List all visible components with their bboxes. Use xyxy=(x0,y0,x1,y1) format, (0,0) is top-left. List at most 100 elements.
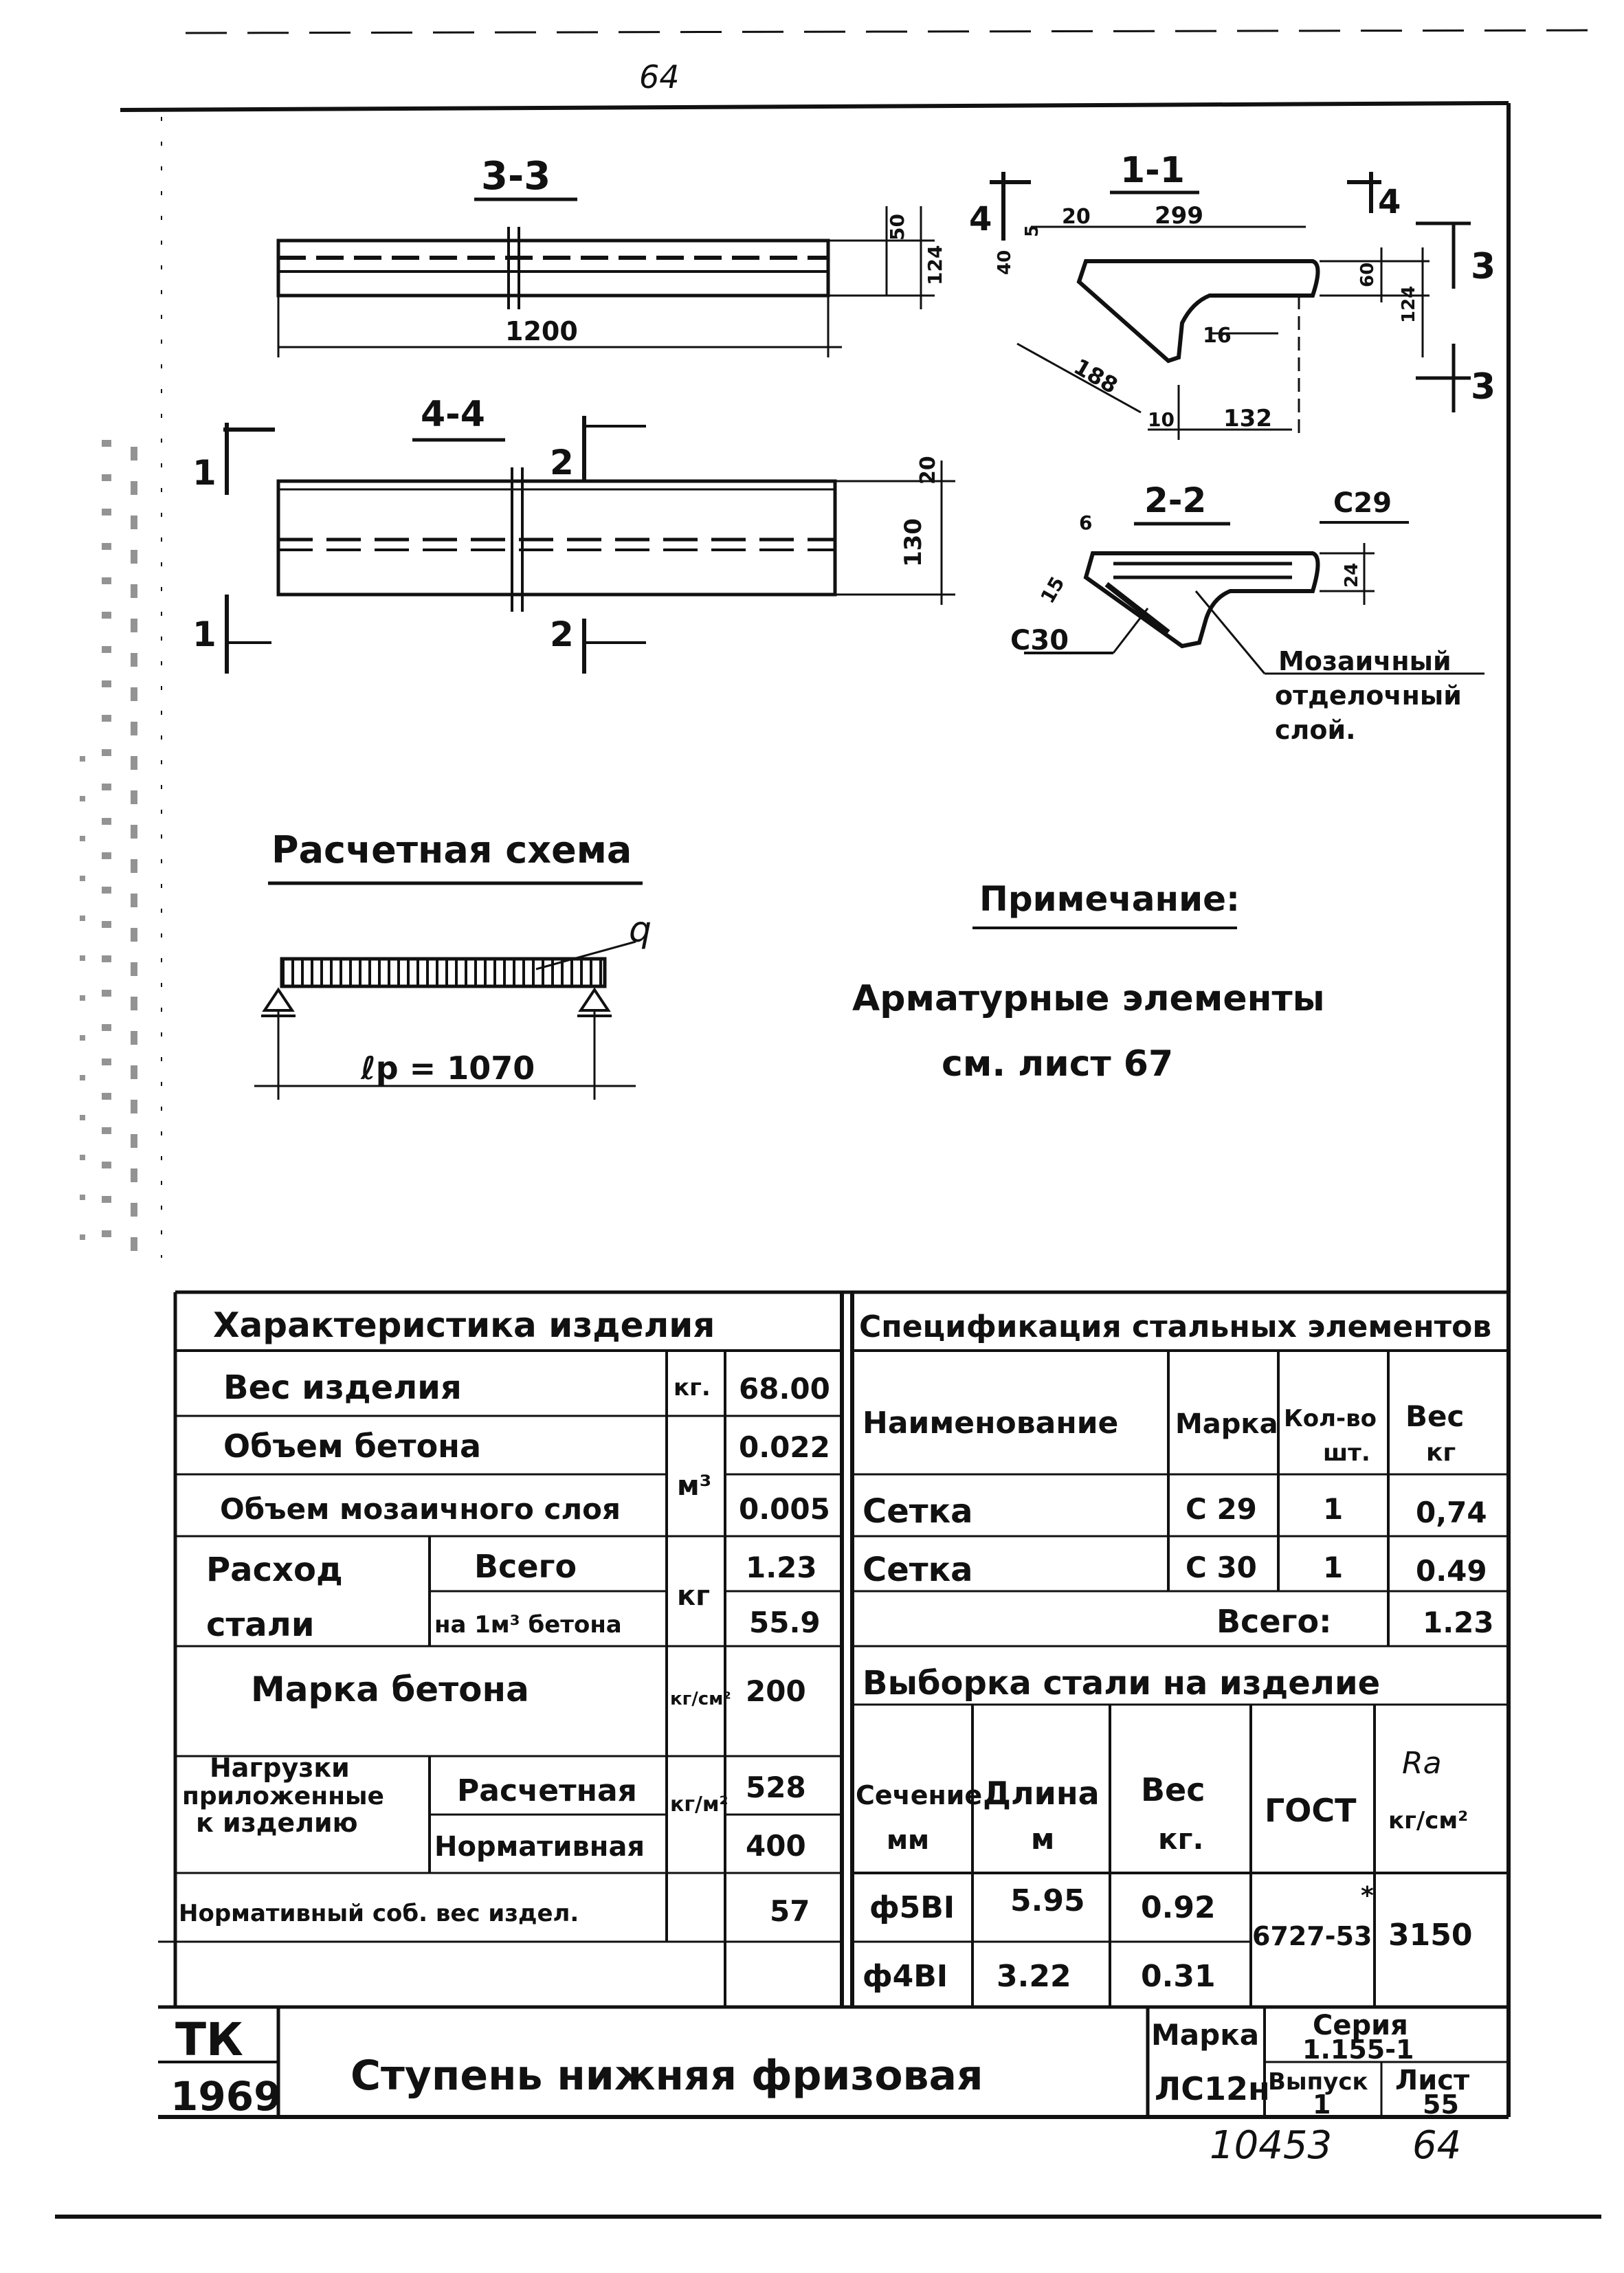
own-weight-label: Нормативный соб. вес издел. xyxy=(179,1900,579,1927)
load-unit: кг/м² xyxy=(670,1793,728,1817)
cut-2-bottom: 2 xyxy=(550,614,574,654)
section-2-2-label: 2-2 xyxy=(1144,480,1206,520)
title-year: 1969 xyxy=(170,2073,281,2120)
steel-per-label: на 1м³ бетона xyxy=(434,1611,622,1639)
steel-label-1: Расход xyxy=(206,1551,343,1589)
dim-50: 50 xyxy=(886,214,909,241)
sel-gost: 6727-53 xyxy=(1252,1921,1372,1951)
spec-row-2-name: Сетка xyxy=(863,1551,973,1589)
weight-label: Вес изделия xyxy=(223,1368,462,1407)
note-line2: см. лист 67 xyxy=(942,1043,1173,1085)
load-calc-label: Расчетная xyxy=(457,1773,637,1808)
concrete-value: 0.022 xyxy=(739,1430,830,1464)
weight-value: 68.00 xyxy=(739,1372,830,1406)
cut-3-bottom: 3 xyxy=(1471,366,1495,408)
sel-row-1-length: 5.95 xyxy=(1010,1883,1085,1918)
dim-20: 20 xyxy=(1062,205,1091,229)
binding-marks xyxy=(80,440,137,1265)
concrete-label: Объем бетона xyxy=(223,1428,481,1465)
sel-col-weight-1: Вес xyxy=(1141,1771,1205,1808)
section-4-4-label: 4-4 xyxy=(421,394,485,435)
load-label-1: Нагрузки xyxy=(210,1753,350,1783)
load-label-2: приложенные xyxy=(182,1782,384,1810)
steel-selection-title: Выборка стали на изделие xyxy=(863,1664,1380,1703)
spec-row-1-mark: С 29 xyxy=(1186,1492,1257,1526)
spec-col-qty-1: Кол-во xyxy=(1284,1405,1377,1432)
spec-col-qty-2: шт. xyxy=(1323,1439,1370,1467)
sel-row-2-section: ф4BI xyxy=(863,1959,948,1994)
dim-124-right: 124 xyxy=(1399,286,1419,323)
dim-16: 16 xyxy=(1203,324,1232,348)
spec-row-1-name: Сетка xyxy=(863,1492,973,1531)
span-label: ℓp = 1070 xyxy=(360,1050,535,1087)
dim-60: 60 xyxy=(1357,263,1378,287)
mesh-c29: С29 xyxy=(1333,487,1392,519)
dim-20-4-4: 20 xyxy=(916,456,940,485)
own-weight-value: 57 xyxy=(770,1894,810,1928)
title-mark-label: Марка xyxy=(1151,2018,1259,2052)
dim-10: 10 xyxy=(1148,408,1175,431)
steel-total-label: Всего xyxy=(474,1548,577,1585)
note-block: Примечание: Арматурные элементы см. лист… xyxy=(852,879,1325,1085)
cut-1-bottom: 1 xyxy=(192,614,216,654)
sel-col-length-2: м xyxy=(1031,1822,1054,1856)
section-1-1: 1-1 4 4 3 3 5 20 299 40 60 124 16 188 10… xyxy=(969,150,1495,440)
weight-unit: кг. xyxy=(674,1374,711,1401)
sel-col-weight-2: кг. xyxy=(1158,1822,1203,1856)
spec-row-2-mark: С 30 xyxy=(1186,1551,1257,1584)
load-norm-label: Нормативная xyxy=(434,1831,645,1863)
page-number-bottom: 64 xyxy=(1412,2123,1461,2168)
title-block: ТК 1969 Ступень нижняя фризовая Марка ЛС… xyxy=(158,2005,1509,2120)
dim-130: 130 xyxy=(900,518,927,567)
dim-299: 299 xyxy=(1155,202,1203,230)
section-1-1-label: 1-1 xyxy=(1120,150,1185,191)
sel-col-ra-2: кг/см² xyxy=(1388,1807,1468,1834)
sel-ra: 3150 xyxy=(1388,1918,1472,1953)
cut-4-right: 4 xyxy=(1378,183,1401,221)
characteristics-title: Характеристика изделия xyxy=(213,1305,715,1345)
specification-table: Спецификация стальных элементов Наименов… xyxy=(850,1292,1509,2007)
sel-row-2-weight: 0.31 xyxy=(1141,1959,1216,1994)
title-sheet-label: Лист xyxy=(1395,2065,1470,2096)
calc-scheme-title: Расчетная схема xyxy=(271,828,632,872)
section-3-3-label: 3-3 xyxy=(481,154,550,199)
mesh-c30: С30 xyxy=(1010,625,1069,656)
title-series-label: Серия xyxy=(1313,2010,1408,2041)
steel-per-value: 55.9 xyxy=(749,1606,821,1639)
mosaic-value: 0.005 xyxy=(739,1492,830,1526)
spec-row-1-weight: 0,74 xyxy=(1416,1496,1487,1529)
title-issue-value: 1 xyxy=(1313,2089,1331,2120)
note-mosaic-1: Мозаичный xyxy=(1278,646,1451,676)
dim-24: 24 xyxy=(1342,563,1362,588)
spec-total-value: 1.23 xyxy=(1423,1606,1494,1639)
dim-5: 5 xyxy=(1022,225,1043,237)
dim-188: 188 xyxy=(1069,353,1122,399)
mosaic-label: Объем мозаичного слоя xyxy=(220,1492,621,1526)
sel-col-section-1: Сечение xyxy=(856,1780,982,1810)
section-3-3: 3-3 1200 50 124 xyxy=(276,154,946,357)
title-sheet-value: 55 xyxy=(1423,2089,1459,2120)
spec-total-label: Всего: xyxy=(1216,1603,1332,1640)
dim-6: 6 xyxy=(1079,511,1092,534)
spec-title: Спецификация стальных элементов xyxy=(859,1309,1491,1344)
note-mosaic-2: отделочный xyxy=(1275,680,1462,711)
cut-4-left: 4 xyxy=(969,200,992,239)
sel-row-1-weight: 0.92 xyxy=(1141,1890,1216,1925)
spec-col-mark: Марка xyxy=(1175,1408,1278,1440)
sel-col-gost: ГОСТ xyxy=(1265,1792,1357,1829)
title-name: Ступень нижняя фризовая xyxy=(351,2052,983,2100)
note-mosaic-3: слой. xyxy=(1275,715,1356,745)
page-number-top: 64 xyxy=(639,58,680,96)
spec-col-weight-1: Вес xyxy=(1405,1399,1464,1433)
load-label-3: к изделию xyxy=(196,1808,358,1838)
grade-label: Марка бетона xyxy=(251,1670,529,1709)
stamp-number: 10453 xyxy=(1210,2123,1332,2168)
spec-row-1-qty: 1 xyxy=(1323,1492,1343,1526)
spec-col-name: Наименование xyxy=(863,1406,1118,1441)
load-calc-value: 528 xyxy=(746,1771,806,1804)
cut-2-top: 2 xyxy=(550,443,574,483)
dim-124: 124 xyxy=(924,245,946,285)
steel-label-2: стали xyxy=(206,1606,314,1644)
load-norm-value: 400 xyxy=(746,1829,806,1863)
